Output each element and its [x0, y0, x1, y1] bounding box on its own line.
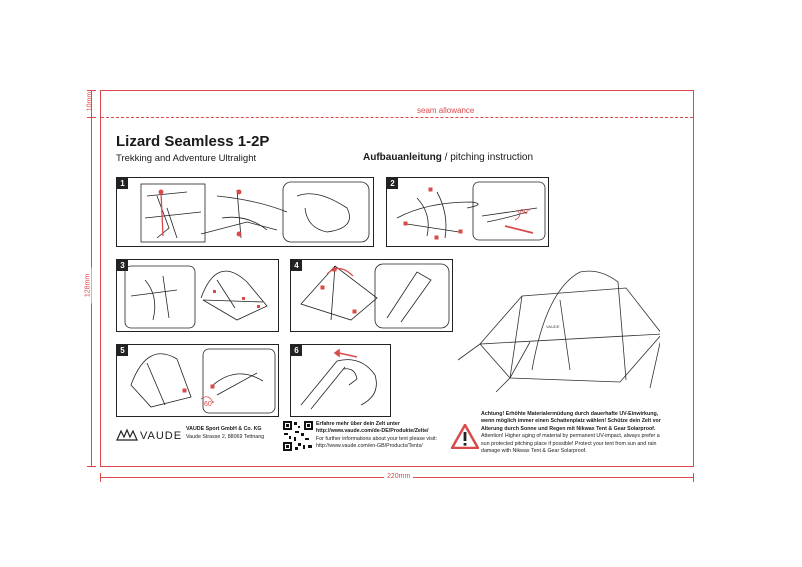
warning-line-1: Achtung! Erhöhte Materialermüdung durch …	[481, 411, 659, 417]
step-6-panel: 6	[290, 344, 391, 417]
step-5-panel: 5 60°	[116, 344, 279, 417]
qr-code[interactable]	[283, 421, 313, 451]
seam-allowance-label: seam allowance	[415, 106, 477, 115]
info-block: Erfahre mehr über dein Zelt unter http:/…	[316, 421, 437, 451]
step-1-panel: 1	[116, 177, 374, 247]
seam-allowance-line	[101, 117, 693, 118]
step-2-number: 2	[387, 178, 398, 189]
right-trim-line	[693, 90, 694, 467]
left-dim-tick-top	[87, 90, 96, 91]
step-4-number: 4	[291, 260, 302, 271]
step-4-illustration	[300, 263, 450, 329]
warning-line-5: sun protected pitching place if possible…	[481, 440, 657, 447]
instruction-heading-en: / pitching instruction	[441, 152, 534, 163]
step-3-illustration	[124, 265, 268, 329]
info-link-de[interactable]: http://www.vaude.com/de-DE/Produkte/Zelt…	[316, 428, 429, 435]
warning-line-3: Alterung durch Sonne und Regen mit Nikwa…	[481, 425, 656, 432]
step-5-angle: 60°	[204, 401, 215, 408]
width-dimension-label: 220mm	[384, 473, 414, 480]
step-2-panel: 2 60°	[386, 177, 549, 247]
step-4-panel: 4	[290, 259, 453, 332]
left-dim-tick-mid	[87, 117, 96, 118]
svg-text:VAUDE: VAUDE	[546, 324, 560, 329]
step-3-number: 3	[117, 260, 128, 271]
step-5-illustration	[130, 348, 276, 414]
tent-illustration: VAUDE	[457, 270, 660, 393]
product-subtitle: Trekking and Adventure Ultralight	[116, 153, 257, 164]
top-trim-line	[100, 90, 694, 91]
step-2-angle: 60°	[520, 209, 531, 216]
instruction-heading: Aufbauanleitung / pitching instruction	[363, 152, 533, 163]
company-name: VAUDE Sport GmbH & Co. KG	[186, 426, 262, 432]
left-trim-line	[100, 90, 101, 467]
info-line-1: Erfahre mehr über dein Zelt unter	[316, 421, 400, 427]
left-dim-tick-bottom	[87, 466, 96, 467]
warning-text: Achtung! Erhöhte Materialermüdung durch …	[481, 411, 661, 455]
step-6-number: 6	[291, 345, 302, 356]
company-address: Vaude Strasse 2, 88069 Tettnang	[186, 434, 265, 440]
bottom-trim-line	[100, 466, 694, 467]
info-line-3: For further informations about your tent…	[316, 435, 438, 442]
step-1-illustration	[140, 181, 370, 243]
warning-line-6: damage with Nikwax Tent & Gear Solarproo…	[481, 448, 587, 455]
instruction-heading-de: Aufbauanleitung	[363, 152, 442, 163]
side-dimension-label: 128mm	[84, 267, 92, 304]
left-dim-line	[91, 90, 92, 467]
step-5-number: 5	[117, 345, 128, 356]
height-dimension-label: 10mm	[86, 91, 94, 112]
info-link-en[interactable]: http://www.vaude.com/en-GB/Products/Tent…	[316, 443, 423, 450]
step-6-illustration	[300, 348, 377, 410]
bottom-dim-tick-left	[100, 473, 101, 482]
warning-line-4: Attention! Higher aging of material by p…	[481, 433, 660, 440]
step-3-panel: 3	[116, 259, 279, 332]
step-1-number: 1	[117, 178, 128, 189]
warning-line-2: wenn möglich immer einen Schattenplatz w…	[481, 418, 661, 425]
vaude-logo-text: VAUDE	[140, 430, 183, 442]
bottom-dim-tick-right	[693, 473, 694, 482]
step-2-illustration	[396, 181, 546, 241]
product-title: Lizard Seamless 1-2P	[116, 133, 270, 150]
vaude-logo-mark	[116, 428, 138, 441]
warning-icon	[451, 424, 479, 449]
